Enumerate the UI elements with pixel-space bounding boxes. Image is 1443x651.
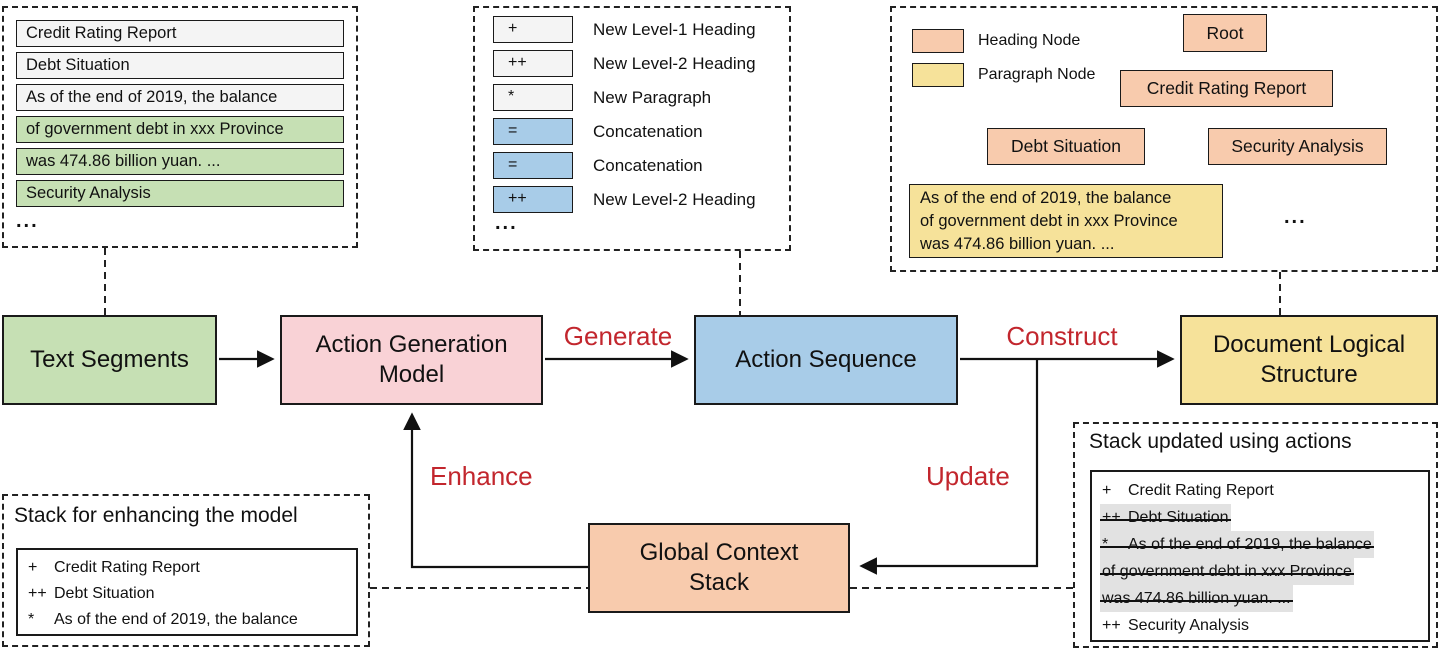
action-symbol: = (493, 152, 573, 179)
tree-node-credit-rating-report: Credit Rating Report (1120, 70, 1333, 107)
stack-line: ++ Debt Situation (28, 581, 346, 607)
generate-label: Generate (563, 321, 673, 351)
enhance-stack-box: + Credit Rating Report ++ Debt Situation *… (16, 548, 358, 636)
tree-node-root: Root (1183, 14, 1267, 52)
action-row: ++ New Level-2 Heading (493, 186, 756, 213)
enhance-label: Enhance (430, 461, 533, 491)
legend-item-heading: Heading Node (912, 29, 1080, 53)
segment-row: Debt Situation (16, 52, 344, 79)
action-row: = Concatenation (493, 118, 703, 145)
stack-line: ++ Security Analysis (1102, 612, 1418, 639)
action-symbol: + (493, 16, 573, 43)
paragraph-node-swatch (912, 63, 964, 87)
stack-line-text: Debt Situation (54, 585, 155, 602)
action-symbol: ++ (493, 186, 573, 213)
enhance-arrow (403, 412, 588, 569)
update-arrow (859, 359, 1039, 575)
action-row: = Concatenation (493, 152, 703, 179)
segment-row: Credit Rating Report (16, 20, 344, 47)
action-row: + New Level-1 Heading (493, 16, 756, 43)
stack-line: + Credit Rating Report (1102, 477, 1418, 504)
paragraph-line: As of the end of 2019, the balance (920, 189, 1172, 207)
action-sequence-box: Action Sequence (694, 315, 958, 405)
action-label: Concatenation (593, 121, 703, 141)
stack-line-inner-struck: * As of the end of 2019, the balance (1100, 531, 1374, 558)
updated-stack-panel: Stack updated using actions + Credit Rati… (1073, 422, 1438, 648)
segment-rows: Credit Rating Report Debt Situation As o… (16, 20, 344, 232)
stack-line-inner-struck: of government debt in xxx Province (1100, 558, 1354, 585)
stack-line: + Credit Rating Report (28, 555, 346, 581)
stack-line-text: was 474.86 billion yuan. ... (1102, 590, 1291, 607)
tree-ellipsis: ... (1284, 206, 1307, 228)
action-row: ++ New Level-2 Heading (493, 50, 756, 77)
update-label: Update (926, 461, 1010, 491)
legend-label: Paragraph Node (978, 66, 1096, 83)
stack-line-inner-struck: was 474.86 billion yuan. ... (1100, 585, 1293, 612)
action-symbol: ++ (28, 585, 47, 602)
actions-panel: + New Level-1 Heading ++ New Level-2 Hea… (473, 6, 791, 251)
stack-line-text: As of the end of 2019, the balance (54, 611, 298, 628)
action-symbol: * (28, 611, 35, 628)
action-generation-model-box: Action Generation Model (280, 315, 543, 405)
action-label: New Level-1 Heading (593, 19, 756, 39)
action-label: Concatenation (593, 155, 703, 175)
stack-line-text: As of the end of 2019, the balance (1128, 536, 1372, 553)
ellipsis: ... (16, 210, 39, 232)
stack-line-inner: + Credit Rating Report (1102, 482, 1274, 499)
action-symbol: * (493, 84, 573, 111)
stack-line: * As of the end of 2019, the balance (1100, 531, 1418, 558)
enhance-stack-title: Stack for enhancing the model (14, 504, 298, 527)
action-symbol: * (1102, 536, 1109, 553)
action-row: * New Paragraph (493, 84, 711, 111)
stack-line: ++ Debt Situation (1100, 504, 1418, 531)
document-logical-structure-box: Document Logical Structure (1180, 315, 1438, 405)
tree-node-debt-situation: Debt Situation (987, 128, 1145, 165)
action-symbol: ++ (1102, 617, 1121, 634)
segment-row: was 474.86 billion yuan. ... (16, 148, 344, 175)
stack-line-inner-struck: ++ Debt Situation (1100, 504, 1231, 531)
ellipsis: ... (495, 212, 518, 234)
segment-row: of government debt in xxx Province (16, 116, 344, 143)
construct-label: Construct (1006, 321, 1118, 351)
updated-stack-box: + Credit Rating Report ++ Debt Situation *… (1090, 470, 1430, 642)
stack-line-inner: ++ Security Analysis (1102, 617, 1249, 634)
updated-stack-title: Stack updated using actions (1089, 430, 1352, 453)
legend-item-paragraph: Paragraph Node (912, 63, 1095, 87)
heading-node-swatch (912, 29, 964, 53)
segment-row: As of the end of 2019, the balance (16, 84, 344, 111)
stack-line-text: Credit Rating Report (1128, 482, 1274, 499)
stack-line-text: Security Analysis (1128, 617, 1249, 634)
action-symbol: + (1102, 482, 1112, 499)
stack-line-text: Credit Rating Report (54, 559, 200, 576)
paragraph-line: of government debt in xxx Province (920, 212, 1178, 230)
action-symbol: = (493, 118, 573, 145)
action-symbol: + (28, 559, 38, 576)
segment-row: Security Analysis (16, 180, 344, 207)
action-label: New Paragraph (593, 87, 712, 107)
stack-line-text: Debt Situation (1128, 509, 1229, 526)
enhance-stack-panel: Stack for enhancing the model + Credit Ra… (2, 494, 370, 647)
tree-node-security-analysis: Security Analysis (1208, 128, 1387, 165)
stack-line-text: of government debt in xxx Province (1102, 563, 1352, 580)
action-symbol: ++ (493, 50, 573, 77)
text-segments-box: Text Segments (2, 315, 217, 405)
text-segments-panel: Credit Rating Report Debt Situation As o… (2, 6, 358, 248)
legend-label: Heading Node (978, 32, 1081, 49)
paragraph-line: was 474.86 billion yuan. ... (920, 235, 1115, 253)
stack-line: of government debt in xxx Province (1100, 558, 1418, 585)
stack-line: was 474.86 billion yuan. ... (1100, 585, 1418, 612)
tree-node-paragraph: As of the end of 2019, the balance of go… (909, 184, 1223, 258)
global-context-stack-box: Global Context Stack (588, 523, 850, 613)
flow-arrows (219, 350, 1175, 575)
action-label: New Level-2 Heading (593, 53, 756, 73)
stack-line: * As of the end of 2019, the balance (28, 607, 346, 633)
action-label: New Level-2 Heading (593, 189, 756, 209)
action-symbol: ++ (1102, 509, 1121, 526)
